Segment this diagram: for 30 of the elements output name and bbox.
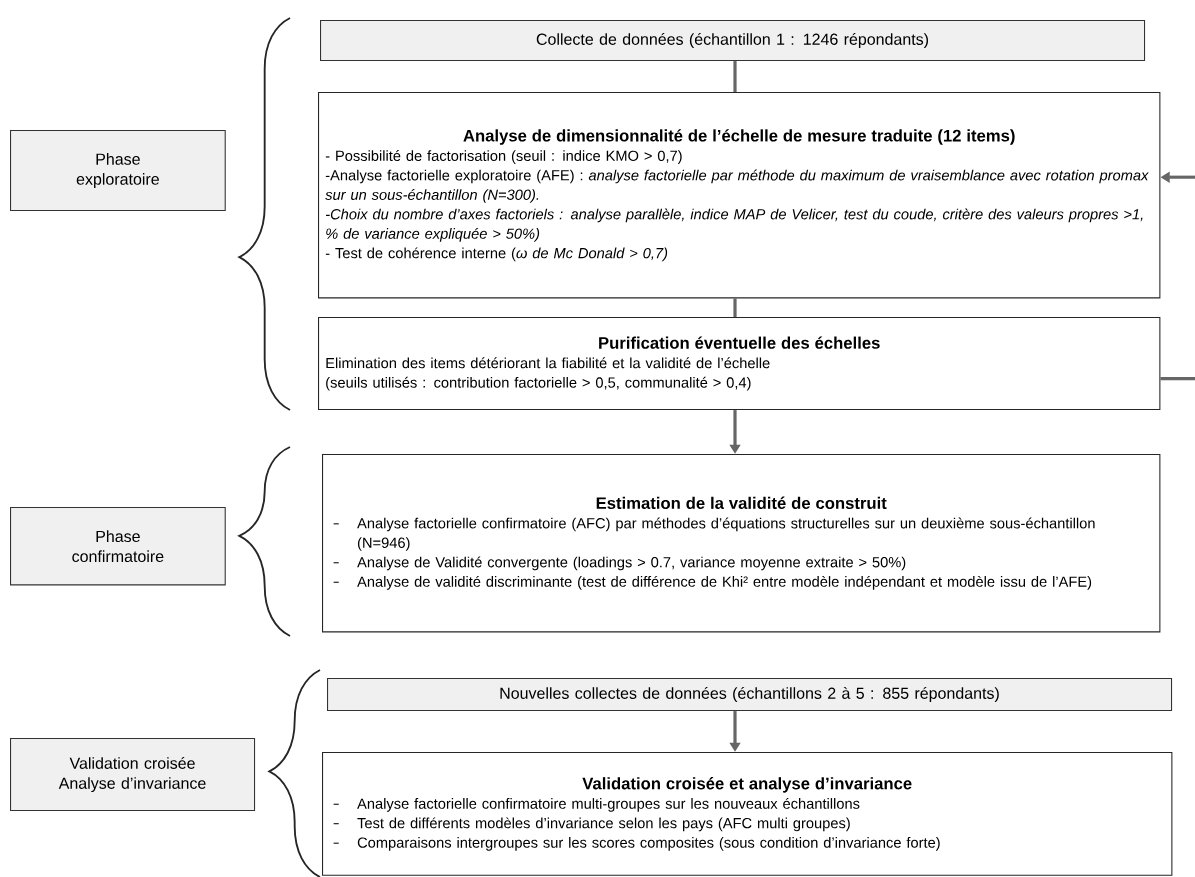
body-text: -Analyse factorielle exploratoire (AFE) : analyse factorielle par méthode du maximum de vraisemblance avec rotation promax sur un sous-échantillon (N=300).	[325, 169, 1149, 203]
list-item: Analyse factorielle confirmatoire (AFC) par méthodes d’équations structurelles sur un deuxième sous-échantillon (N=946)	[357, 517, 1095, 551]
process-box	[322, 752, 1173, 876]
box-label: Validation croisée Analyse d’invariance	[58, 757, 206, 793]
list-item: Analyse factorielle confirmatoire multi-groupes sur les nouveaux échantillons	[357, 797, 860, 812]
box-label: Nouvelles collectes de données (échantillons 2 à 5 : 855 répondants)	[500, 687, 999, 703]
body-text: - Possibilité de factorisation (seuil : indice KMO > 0,7)	[325, 150, 682, 164]
process-box	[318, 92, 1161, 299]
box-label: Phase confirmatoire	[72, 530, 164, 563]
process-box	[318, 317, 1161, 411]
box-heading: Analyse de dimensionnalité de l’échelle de mesure traduite (12 items)	[463, 129, 1015, 145]
box-label: Collecte de données (échantillon 1 : 1246 répondants)	[536, 33, 928, 49]
step-box	[10, 130, 226, 212]
step-box	[10, 738, 256, 812]
box-label: Phase exploratoire	[76, 153, 159, 188]
body-text: (seuils utilisés : contribution factorielle > 0,5, communalité > 0,4)	[326, 376, 751, 391]
step-box	[320, 20, 1146, 62]
list-item: Analyse de validité discriminante (test de différence de Khi² entre modèle indépendant et modèle issu de l’AFE)	[357, 575, 1092, 590]
process-box	[322, 454, 1161, 633]
box-heading: Validation croisée et analyse d’invariance	[582, 777, 912, 793]
list-item: Comparaisons intergroupes sur les scores composites (sous condition d’invariance forte)	[357, 837, 940, 851]
box-heading: Estimation de la validité de construit	[596, 496, 887, 509]
step-box	[327, 678, 1173, 712]
body-text: Elimination des items détériorant la fiabilité et la validité de l’échelle	[326, 357, 770, 369]
body-text: - Test de cohérence interne (ω de Mc Donald > 0,7)	[325, 247, 668, 262]
step-box	[10, 507, 226, 586]
box-heading: Purification éventuelle des échelles	[599, 336, 880, 349]
body-text: -Choix du nombre d’axes factoriels : analyse parallèle, indice MAP de Velicer, test du coude, critère des valeurs propres >1, % de variance expliquée > 50%)	[325, 208, 1143, 242]
list-item: Test de différents modèles d’invariance selon les pays (AFC multi groupes)	[357, 817, 850, 832]
list-item: Analyse de Validité convergente (loadings > 0.7, variance moyenne extraite > 50%)	[357, 556, 906, 571]
